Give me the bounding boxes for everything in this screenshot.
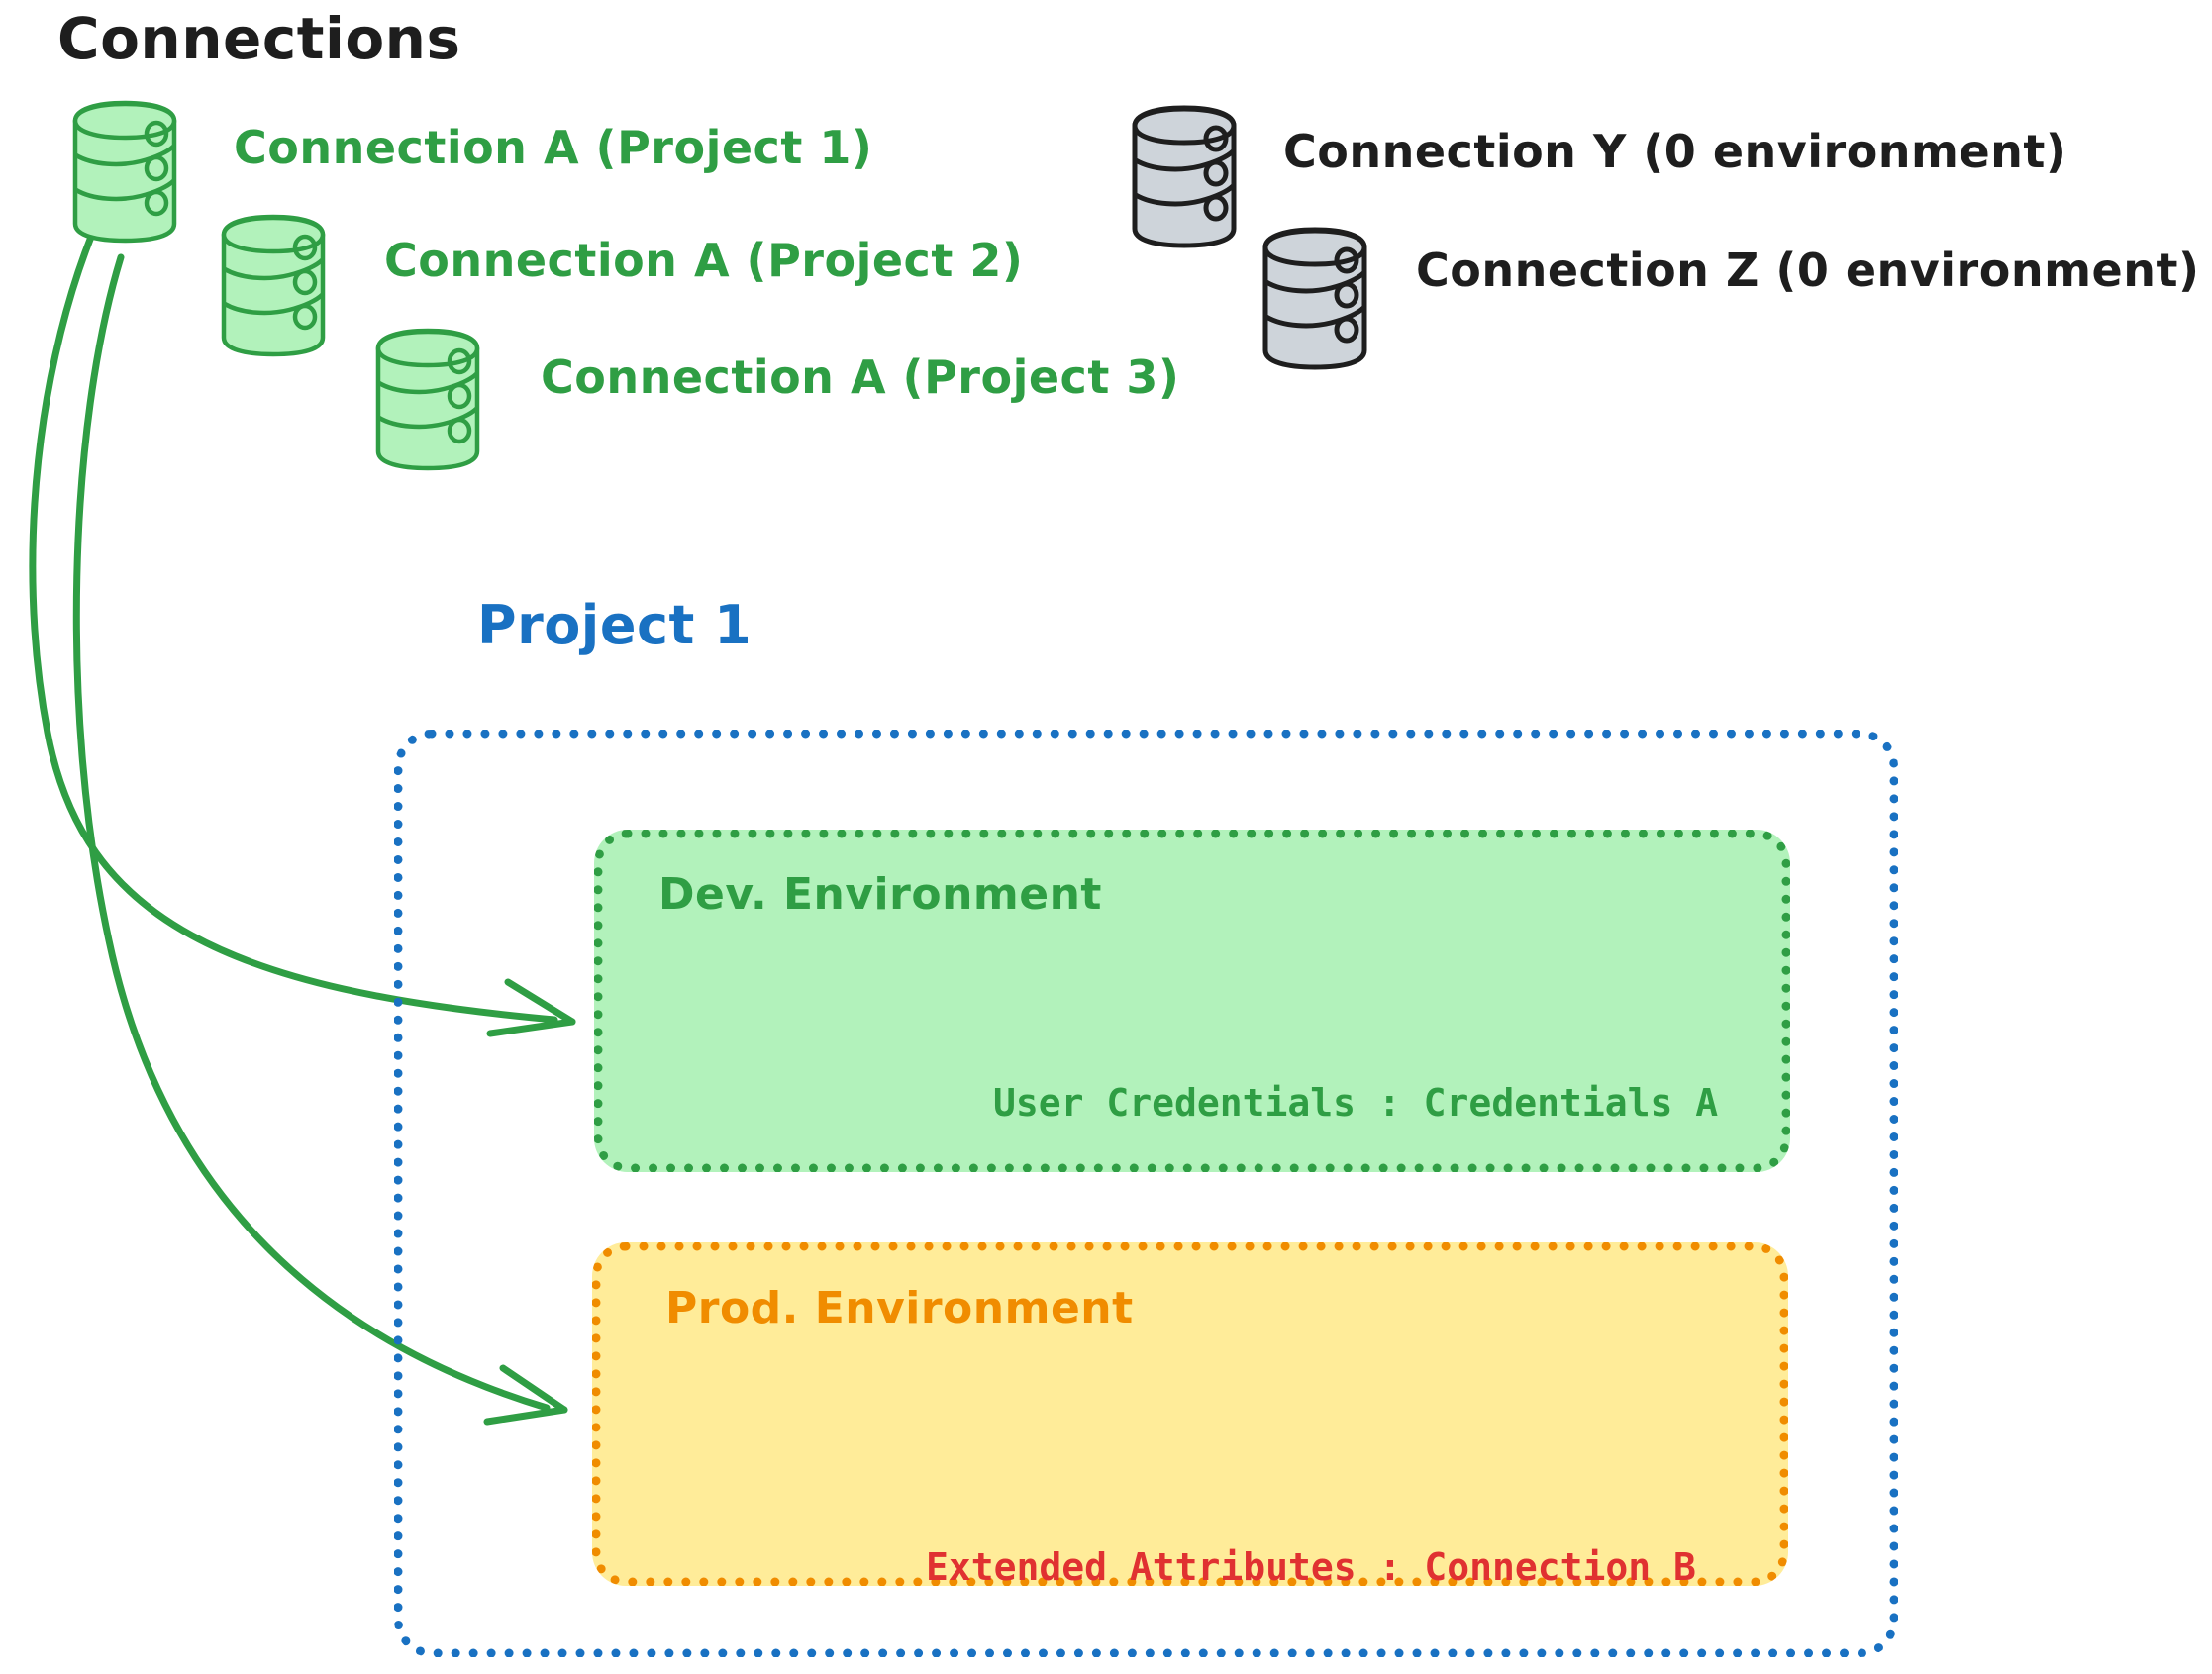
connection-label-y: Connection Y (0 environment) bbox=[1283, 125, 2067, 178]
prod-environment-box bbox=[592, 1242, 1788, 1586]
database-icon bbox=[372, 327, 483, 471]
database-icon bbox=[218, 213, 329, 357]
connection-label-a-project-1: Connection A (Project 1) bbox=[234, 121, 873, 174]
prod-environment-label: Prod. Environment bbox=[665, 1283, 1134, 1333]
dev-environment-label: Dev. Environment bbox=[658, 869, 1102, 920]
project-container bbox=[394, 730, 1898, 1657]
database-icon bbox=[1129, 104, 1240, 248]
prod-environment-entries: Extended Attributes : Connection B Ext.A… bbox=[926, 1440, 1719, 1674]
dev-environment-entry-user-credentials: User Credentials : Credentials A bbox=[993, 1081, 1719, 1125]
page-title: Connections bbox=[57, 5, 461, 72]
prod-environment-entry-extended-attributes: Extended Attributes : Connection B bbox=[926, 1544, 1696, 1589]
connection-label-z: Connection Z (0 environment) bbox=[1416, 244, 2200, 297]
database-icon bbox=[1259, 226, 1370, 370]
project-title: Project 1 bbox=[477, 594, 753, 656]
database-icon bbox=[69, 99, 180, 244]
dev-environment-box bbox=[594, 830, 1790, 1172]
connection-label-a-project-3: Connection A (Project 3) bbox=[541, 350, 1180, 404]
connection-label-a-project-2: Connection A (Project 2) bbox=[384, 234, 1024, 287]
